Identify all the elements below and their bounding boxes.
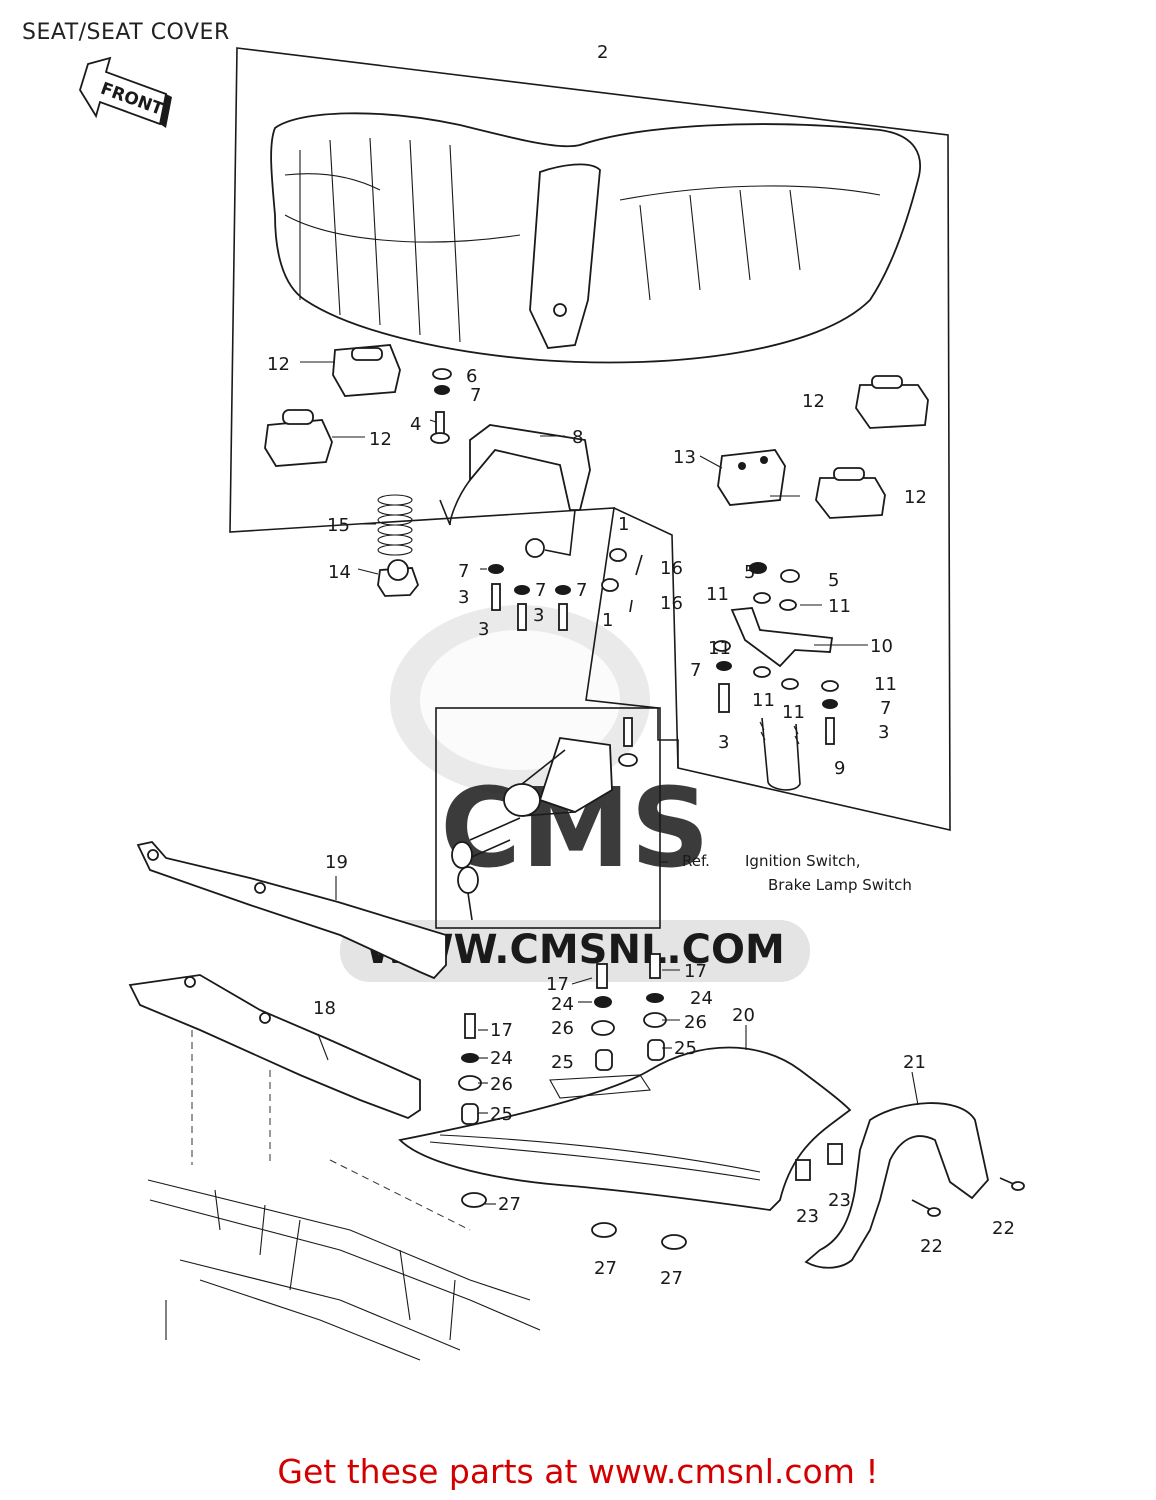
reference-note: Ref. Ignition Switch, Brake Lamp Switch	[682, 852, 912, 894]
callout-17: 17	[490, 1020, 513, 1041]
reference-note-line2: Brake Lamp Switch	[768, 876, 912, 894]
callout-26: 26	[551, 1018, 574, 1039]
callout-16: 16	[660, 593, 683, 614]
callout-13: 13	[673, 447, 696, 468]
callout-labels: 2 12 6 7 4 8 12 15 7 3 7 7 3 3 14 1 16 1…	[267, 42, 1015, 1289]
diagram-title: SEAT/SEAT COVER	[22, 20, 230, 45]
callout-24: 24	[690, 988, 713, 1009]
callout-25: 25	[490, 1104, 513, 1125]
callout-6: 6	[466, 366, 477, 387]
callout-23: 23	[796, 1206, 819, 1227]
callout-2: 2	[597, 42, 608, 63]
callout-18: 18	[313, 998, 336, 1019]
callout-22: 22	[992, 1218, 1015, 1239]
callout-11: 11	[706, 584, 729, 605]
front-arrow-icon: FRONT	[79, 56, 172, 128]
callout-11: 11	[828, 596, 851, 617]
leader-lines	[300, 361, 919, 1205]
callout-10: 10	[870, 636, 893, 657]
callout-1: 1	[618, 514, 629, 535]
callout-9: 9	[834, 758, 845, 779]
callout-21: 21	[903, 1052, 926, 1073]
callout-7: 7	[576, 580, 587, 601]
callout-11: 11	[874, 674, 897, 695]
callout-5: 5	[828, 570, 839, 591]
hardware-group-right	[713, 375, 929, 791]
seat-cushion	[270, 112, 921, 364]
callout-7: 7	[535, 580, 546, 601]
callout-12: 12	[904, 487, 927, 508]
callout-11: 11	[752, 690, 775, 711]
callout-7: 7	[880, 698, 891, 719]
callout-12: 12	[369, 429, 392, 450]
callout-11: 11	[708, 638, 731, 659]
fastener-stacks	[458, 953, 687, 1250]
promo-link-text[interactable]: Get these parts at www.cmsnl.com !	[277, 1452, 879, 1491]
callout-27: 27	[660, 1268, 683, 1289]
callout-5: 5	[744, 562, 755, 583]
seat-assembly-panel	[229, 47, 951, 832]
callout-12: 12	[267, 354, 290, 375]
callout-26: 26	[684, 1012, 707, 1033]
callout-19: 19	[325, 852, 348, 873]
callout-14: 14	[328, 562, 351, 583]
callout-7: 7	[470, 385, 481, 406]
callout-15: 15	[327, 515, 350, 536]
callout-20: 20	[732, 1005, 755, 1026]
callout-25: 25	[674, 1038, 697, 1059]
ignition-switch-ref-box	[435, 707, 668, 929]
callout-27: 27	[594, 1258, 617, 1279]
callout-7: 7	[458, 561, 469, 582]
callout-12: 12	[802, 391, 825, 412]
seat-cover-20	[398, 1046, 852, 1211]
reference-note-line1: Ignition Switch,	[745, 852, 860, 870]
callout-17: 17	[546, 974, 569, 995]
hardware-group-upper-left	[264, 344, 643, 631]
clips-22-23	[795, 1143, 1025, 1217]
grab-rail-21	[804, 1102, 989, 1269]
rear-panel-18	[128, 974, 421, 1120]
callout-25: 25	[551, 1052, 574, 1073]
callout-3: 3	[458, 587, 469, 608]
callout-27: 27	[498, 1194, 521, 1215]
callout-24: 24	[490, 1048, 513, 1069]
frame-section	[147, 1030, 541, 1361]
callout-3: 3	[718, 732, 729, 753]
callout-26: 26	[490, 1074, 513, 1095]
callout-3: 3	[478, 619, 489, 640]
callout-16: 16	[660, 558, 683, 579]
callout-4: 4	[410, 414, 421, 435]
callout-22: 22	[920, 1236, 943, 1257]
callout-1: 1	[602, 610, 613, 631]
rear-panel-19	[136, 841, 447, 980]
callout-3: 3	[533, 605, 544, 626]
callout-23: 23	[828, 1190, 851, 1211]
callout-11: 11	[782, 702, 805, 723]
callout-17: 17	[684, 961, 707, 982]
callout-24: 24	[551, 994, 574, 1015]
callout-7: 7	[690, 660, 701, 681]
callout-3: 3	[878, 722, 889, 743]
callout-8: 8	[572, 427, 583, 448]
reference-note-prefix: Ref.	[682, 852, 710, 870]
